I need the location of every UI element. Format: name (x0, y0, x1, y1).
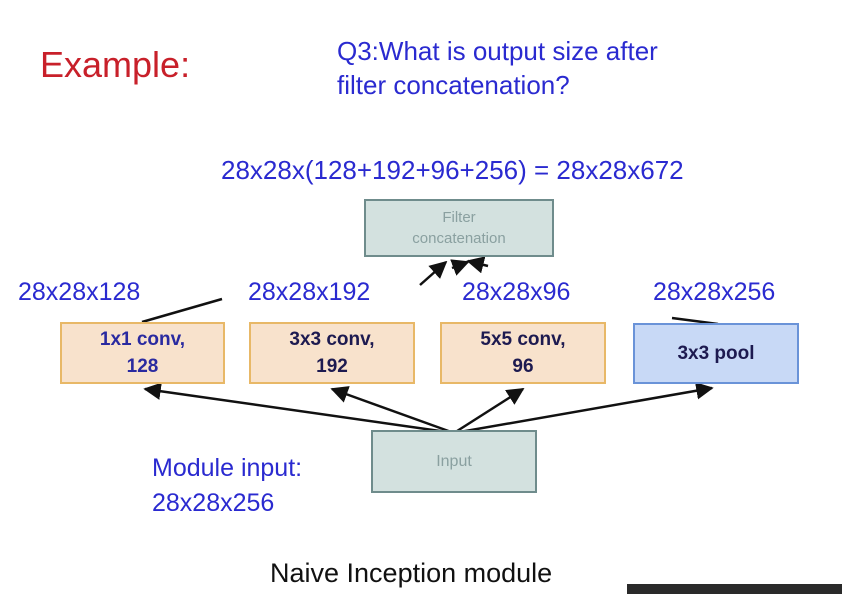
dim-label-conv1: 28x28x128 (18, 278, 141, 306)
dim-label-conv3: 28x28x192 (248, 278, 371, 306)
conv-5x5-line-2: 96 (512, 356, 534, 377)
question-line-2: filter concatenation? (337, 70, 570, 100)
arrow-input-to-conv3 (330, 386, 455, 435)
slide-title: Example: (40, 44, 191, 85)
conv-1x1-line-2: 128 (126, 356, 159, 377)
question-line-1: Q3:What is output size after (337, 36, 658, 66)
filter-box-line-1: Filter (442, 209, 476, 226)
pool-3x3-box: 3x3 pool (633, 323, 799, 384)
dim-label-conv5: 28x28x96 (462, 278, 571, 306)
arrow-input-to-conv5 (453, 387, 525, 435)
conv-3x3-box: 3x3 conv, 192 (249, 322, 415, 384)
conv-1x1-line-1: 1x1 conv, (99, 329, 186, 350)
pool-3x3-label: 3x3 pool (677, 342, 755, 364)
module-input-label: Module input: 28x28x256 (152, 451, 302, 521)
concatenation-formula: 28x28x(128+192+96+256) = 28x28x672 (221, 155, 684, 185)
arrow-to-filter-right (466, 256, 489, 274)
conv-3x3-line-2: 192 (316, 356, 348, 377)
line-conv1-to-filter (141, 297, 223, 324)
dim-label-pool: 28x28x256 (653, 278, 776, 306)
filter-concatenation-box: Filter concatenation (364, 199, 554, 257)
arrow-input-to-conv1 (143, 382, 455, 435)
arrow-input-to-pool (453, 382, 714, 435)
conv-5x5-box: 5x5 conv, 96 (440, 322, 606, 384)
diagram-caption: Naive Inception module (270, 558, 553, 588)
question-text: Q3:What is output size after filter conc… (337, 34, 658, 102)
module-input-line-2: 28x28x256 (152, 489, 275, 517)
conv-1x1-box: 1x1 conv, 128 (60, 322, 225, 384)
input-box: Input (371, 430, 537, 493)
conv-3x3-line-1: 3x3 conv, (289, 329, 375, 350)
filter-box-line-2: concatenation (412, 230, 506, 247)
input-box-label: Input (436, 452, 472, 470)
arrow-to-filter-center (450, 259, 470, 276)
module-input-line-1: Module input: (152, 454, 303, 482)
video-overlay-bar (627, 584, 842, 594)
arrow-to-filter-left (419, 260, 448, 286)
conv-5x5-line-1: 5x5 conv, (480, 329, 566, 350)
